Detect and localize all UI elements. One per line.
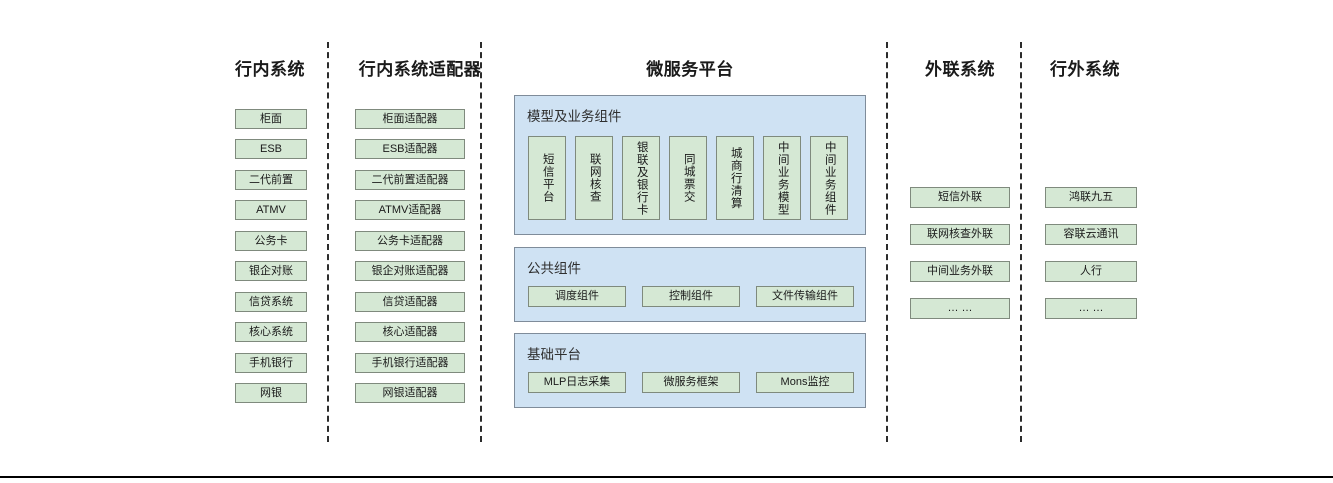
node-internal-adapter[interactable]: 信贷适配器 (355, 292, 465, 312)
node-internal-system[interactable]: 公务卡 (235, 231, 307, 251)
node-internal-adapter[interactable]: 二代前置适配器 (355, 170, 465, 190)
node-internal-adapter[interactable]: 柜面适配器 (355, 109, 465, 129)
column-title-external-link-systems: 外联系统 (925, 60, 995, 79)
node-external-link-system[interactable]: 中间业务外联 (910, 261, 1010, 282)
node-internal-system[interactable]: ESB (235, 139, 307, 159)
node-internal-system[interactable]: 手机银行 (235, 353, 307, 373)
divider-3 (886, 42, 888, 442)
column-title-internal-systems: 行内系统 (235, 60, 305, 79)
node-internal-system[interactable]: 网银 (235, 383, 307, 403)
node-internal-adapter[interactable]: 公务卡适配器 (355, 231, 465, 251)
node-internal-adapter[interactable]: ESB适配器 (355, 139, 465, 159)
node-external-link-system[interactable]: … … (910, 298, 1010, 319)
node-model-component[interactable]: 短信平台 (528, 136, 566, 220)
node-internal-system[interactable]: 二代前置 (235, 170, 307, 190)
panel-title-base-platform: 基础平台 (527, 347, 581, 362)
node-internal-adapter[interactable]: 网银适配器 (355, 383, 465, 403)
node-base-platform-component[interactable]: Mons监控 (756, 372, 854, 393)
node-public-component[interactable]: 文件传输组件 (756, 286, 854, 307)
node-internal-adapter[interactable]: 银企对账适配器 (355, 261, 465, 281)
node-outside-bank-system[interactable]: … … (1045, 298, 1137, 319)
divider-4 (1020, 42, 1022, 442)
node-public-component[interactable]: 调度组件 (528, 286, 626, 307)
node-internal-system[interactable]: 银企对账 (235, 261, 307, 281)
node-internal-system[interactable]: 信贷系统 (235, 292, 307, 312)
panel-base-platform: 基础平台 (514, 333, 866, 408)
node-external-link-system[interactable]: 短信外联 (910, 187, 1010, 208)
node-base-platform-component[interactable]: MLP日志采集 (528, 372, 626, 393)
bottom-divider (0, 476, 1333, 478)
node-model-component[interactable]: 中间业务组件 (810, 136, 848, 220)
divider-2 (480, 42, 482, 442)
node-model-component[interactable]: 中间业务模型 (763, 136, 801, 220)
node-outside-bank-system[interactable]: 鸿联九五 (1045, 187, 1137, 208)
node-model-component[interactable]: 同城票交 (669, 136, 707, 220)
node-external-link-system[interactable]: 联网核查外联 (910, 224, 1010, 245)
node-internal-adapter[interactable]: 核心适配器 (355, 322, 465, 342)
node-internal-system[interactable]: 核心系统 (235, 322, 307, 342)
divider-1 (327, 42, 329, 442)
panel-public-components: 公共组件 (514, 247, 866, 322)
node-outside-bank-system[interactable]: 人行 (1045, 261, 1137, 282)
node-model-component[interactable]: 城商行清算 (716, 136, 754, 220)
column-title-internal-adapters: 行内系统适配器 (358, 60, 482, 79)
panel-title-model-business-components: 模型及业务组件 (527, 109, 622, 124)
node-model-component[interactable]: 联网核查 (575, 136, 613, 220)
node-internal-system[interactable]: ATMV (235, 200, 307, 220)
node-internal-adapter[interactable]: 手机银行适配器 (355, 353, 465, 373)
node-internal-system[interactable]: 柜面 (235, 109, 307, 129)
node-internal-adapter[interactable]: ATMV适配器 (355, 200, 465, 220)
node-model-component[interactable]: 银联及银行卡 (622, 136, 660, 220)
panel-title-public-components: 公共组件 (527, 261, 581, 276)
node-public-component[interactable]: 控制组件 (642, 286, 740, 307)
node-base-platform-component[interactable]: 微服务框架 (642, 372, 740, 393)
column-title-microservice-platform: 微服务平台 (646, 60, 734, 79)
node-outside-bank-system[interactable]: 容联云通讯 (1045, 224, 1137, 245)
column-title-outside-bank-systems: 行外系统 (1050, 60, 1120, 79)
